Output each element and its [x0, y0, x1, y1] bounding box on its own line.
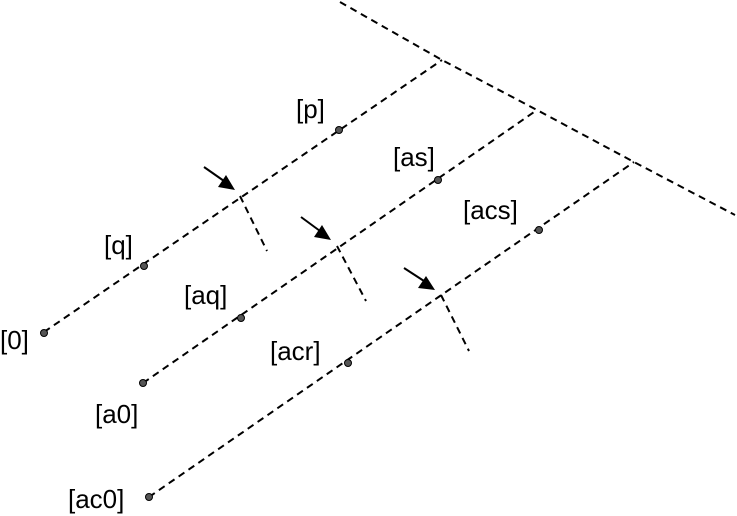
arrow-3 — [403, 267, 435, 290]
ray-3 — [148, 161, 635, 498]
point-acs — [535, 226, 543, 234]
label-as: [as] — [393, 142, 435, 172]
point-zero — [40, 329, 48, 337]
label-p: [p] — [296, 94, 325, 124]
arrow-2 — [300, 216, 331, 240]
cross-dash-2 — [336, 245, 367, 302]
arrow-1 — [203, 166, 235, 190]
point-q — [140, 262, 148, 270]
label-acs: [acs] — [463, 195, 518, 225]
cross-dash-1 — [239, 195, 268, 252]
label-ac0: [ac0] — [68, 484, 124, 514]
ray-1 — [43, 59, 443, 333]
label-aq: [aq] — [184, 280, 227, 310]
point-aq — [237, 314, 245, 322]
point-p — [335, 126, 343, 134]
boundary-line — [339, 1, 736, 216]
label-a0: [a0] — [95, 399, 138, 429]
point-a0 — [139, 379, 147, 387]
label-acr: [acr] — [270, 336, 321, 366]
cross-dash-3 — [440, 294, 470, 352]
label-q: [q] — [104, 230, 133, 260]
point-as — [434, 176, 442, 184]
label-zero: [0] — [0, 325, 29, 355]
ray-2 — [142, 109, 538, 384]
point-ac0 — [145, 493, 153, 501]
point-acr — [344, 359, 352, 367]
